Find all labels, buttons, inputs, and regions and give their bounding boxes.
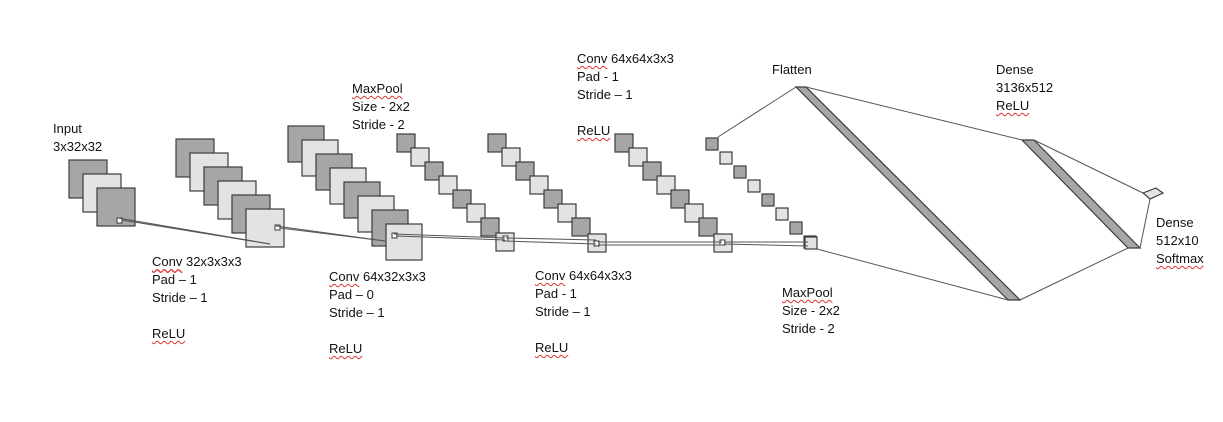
- flatten-label: Flatten: [772, 61, 812, 79]
- dense1-layer: [1020, 139, 1142, 249]
- maxpool1-label-size: Size - 2x2: [352, 99, 410, 114]
- connector-flatten-dense1-top: [805, 86, 1023, 141]
- conv2-label-activation: ReLU: [329, 341, 363, 356]
- conv4-label-activation: ReLU: [535, 340, 569, 355]
- connector-pool1-conv2-a: [393, 233, 506, 239]
- conv3-label-blank: [577, 104, 674, 122]
- connector-pool2-flatten-bottom: [816, 248, 1009, 301]
- pool2-map-5: [761, 193, 775, 207]
- connector-dense1-dense2-top: [1033, 139, 1144, 194]
- input-label: Input 3x32x32: [53, 120, 102, 156]
- maxpool2-label: MaxPool Size - 2x2 Stride - 2: [782, 284, 840, 338]
- dense2-label: Dense 512x10 Softmax: [1156, 214, 1204, 268]
- conv2-map-7: [480, 217, 500, 237]
- connector-conv1-pool1-b: [279, 227, 386, 242]
- pool2-map-1: [705, 137, 719, 151]
- conv2-label-blank: [329, 322, 426, 340]
- conv3-label-stride: Stride – 1: [577, 87, 633, 102]
- conv4-label-pad: Pad - 1: [535, 286, 577, 301]
- conv2-label-stride: Stride – 1: [329, 305, 385, 320]
- pool2-map-2: [719, 151, 733, 165]
- conv2-label-type: Conv: [329, 269, 360, 284]
- conv1-label-dims: 32x3x3x3: [182, 254, 242, 269]
- dense1-label: Dense 3136x512 ReLU: [996, 61, 1053, 115]
- conv2-label: Conv 64x32x3x3 Pad – 0 Stride – 1 ReLU: [329, 268, 426, 358]
- maxpool1-label-title: MaxPool: [352, 81, 403, 96]
- conv4-map-7: [698, 217, 718, 237]
- conv3-label-dims: 64x64x3x3: [607, 51, 674, 66]
- dense2-layer: [1141, 187, 1165, 200]
- connector-pool2-flatten-top: [717, 86, 797, 138]
- conv4-label-type: Conv: [535, 268, 566, 283]
- flatten-layer: [794, 86, 1022, 301]
- dense2-label-activation: Softmax: [1156, 251, 1204, 266]
- conv1-label-blank: [152, 307, 242, 325]
- maxpool2-label-size: Size - 2x2: [782, 303, 840, 318]
- connector-conv2-conv3-a: [505, 237, 597, 241]
- dense1-label-activation: ReLU: [996, 98, 1030, 113]
- conv3-label-type: Conv: [577, 51, 608, 66]
- conv1-kernel-window: [274, 224, 281, 231]
- conv1-label-pad: Pad – 1: [152, 272, 197, 287]
- conv2-label-pad: Pad – 0: [329, 287, 374, 302]
- conv3-label-pad: Pad - 1: [577, 69, 619, 84]
- pool1-kernel-window: [391, 232, 398, 239]
- conv3-label-title: Conv 64x64x3x3: [577, 50, 674, 68]
- pool2-map-3: [733, 165, 747, 179]
- conv1-label-activation: ReLU: [152, 326, 186, 341]
- conv1-label-title: Conv 32x3x3x3: [152, 253, 242, 271]
- conv3-label: Conv 64x64x3x3 Pad - 1 Stride – 1 ReLU: [577, 50, 674, 140]
- pool2-map-7: [789, 221, 803, 235]
- conv3-map-7: [571, 217, 591, 237]
- maxpool2-label-title: MaxPool: [782, 285, 833, 300]
- conv4-label-title: Conv 64x64x3x3: [535, 267, 632, 285]
- conv1-label-type: Conv: [152, 254, 183, 269]
- connector-conv4-pool2-b: [723, 243, 809, 247]
- conv2-label-title: Conv 64x32x3x3: [329, 268, 426, 286]
- conv4-label: Conv 64x64x3x3 Pad - 1 Stride – 1 ReLU: [535, 267, 632, 357]
- pool1-map-8: [385, 223, 423, 261]
- dense2-label-shape: 512x10: [1156, 233, 1199, 248]
- conv4-label-dims: 64x64x3x3: [565, 268, 632, 283]
- maxpool1-label: MaxPool Size - 2x2 Stride - 2: [352, 80, 410, 134]
- connector-flatten-dense1-bottom: [1019, 247, 1129, 301]
- dense1-label-title: Dense: [996, 62, 1034, 77]
- conv1-label-stride: Stride – 1: [152, 290, 208, 305]
- connector-pool1-conv2-b: [395, 235, 506, 241]
- pool2-map-4: [747, 179, 761, 193]
- connector-dense1-dense2-bottom: [1139, 198, 1151, 249]
- input-label-title: Input: [53, 121, 82, 136]
- conv1-label: Conv 32x3x3x3 Pad – 1 Stride – 1 ReLU: [152, 253, 242, 343]
- pool2-map-9: [804, 236, 818, 250]
- connector-conv2-conv3-b: [505, 240, 597, 245]
- conv4-label-stride: Stride – 1: [535, 304, 591, 319]
- conv2-label-dims: 64x32x3x3: [359, 269, 426, 284]
- maxpool2-label-stride: Stride - 2: [782, 321, 835, 336]
- maxpool1-label-stride: Stride - 2: [352, 117, 405, 132]
- conv3-label-activation: ReLU: [577, 123, 611, 138]
- pool2-map-6: [775, 207, 789, 221]
- input-label-shape: 3x32x32: [53, 139, 103, 154]
- dense1-label-shape: 3136x512: [996, 80, 1054, 95]
- conv4-label-blank: [535, 321, 632, 339]
- connector-input-conv1-b: [121, 219, 271, 245]
- flatten-label-title: Flatten: [772, 62, 812, 77]
- dense2-label-title: Dense: [1156, 215, 1194, 230]
